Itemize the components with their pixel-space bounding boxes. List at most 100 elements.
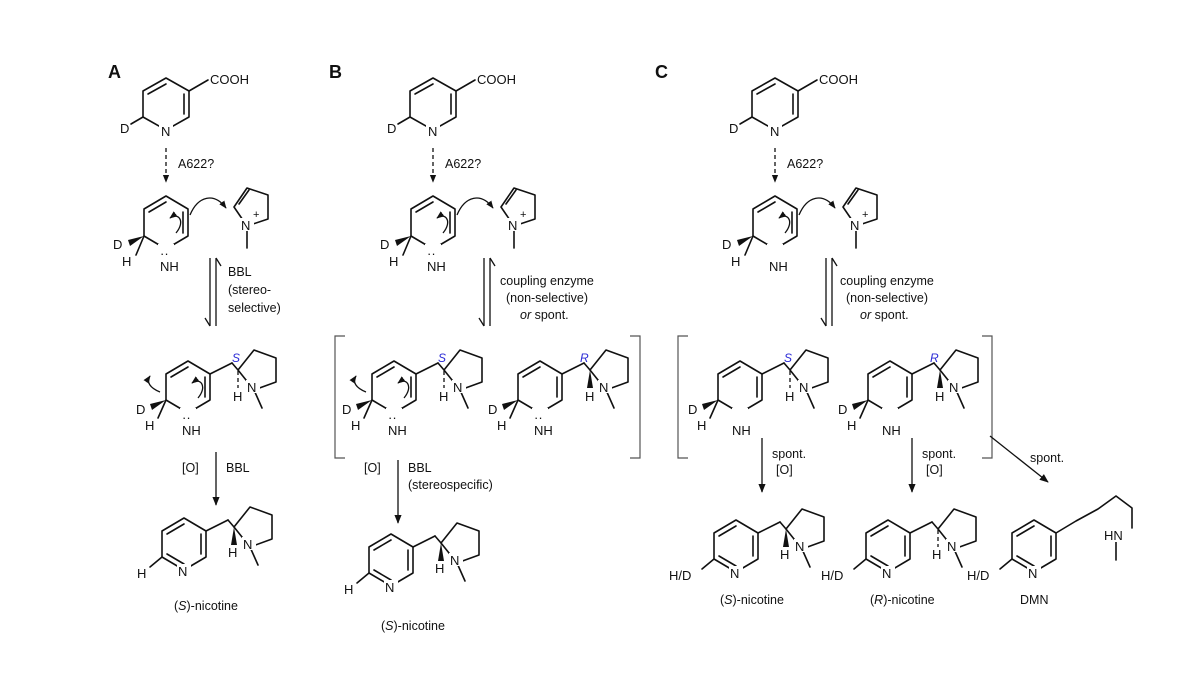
- cooh-label: COOH: [819, 72, 858, 87]
- stereo-s-label: S: [784, 351, 792, 365]
- h-label: H: [439, 389, 448, 404]
- h-label: H: [497, 418, 506, 433]
- h-label: H: [344, 582, 353, 597]
- equilibrium-c: [820, 257, 838, 327]
- hn-label: HN: [1104, 528, 1123, 543]
- dihydropyridine-b: D H ·· NH: [380, 195, 456, 274]
- r-intermediate-b: D H ·· NH H N R: [488, 349, 629, 438]
- panel-c-letter: C: [655, 62, 668, 82]
- n-label: N: [599, 380, 608, 395]
- step2-label-b-3: or spont.: [520, 308, 569, 322]
- step2-label-b-2: (non-selective): [506, 291, 588, 305]
- n-label: N: [178, 564, 187, 579]
- nicotinic-acid-c: COOH D N: [729, 72, 858, 139]
- cooh-label: COOH: [210, 72, 249, 87]
- h-label: H: [122, 254, 131, 269]
- dihydropyridine-a: D H ·· NH: [113, 195, 189, 274]
- n-label: N: [161, 124, 170, 139]
- d-label: D: [488, 402, 497, 417]
- h-label: H: [145, 418, 154, 433]
- panel-c: C COOH D N A622? D H NH: [655, 62, 1133, 607]
- n-label: N: [947, 539, 956, 554]
- step2-label-a-3: selective): [228, 301, 281, 315]
- step1-label-b: A622?: [445, 157, 481, 171]
- hd-label: H/D: [821, 568, 843, 583]
- s-intermediate-b: D H ·· NH H N S: [342, 349, 483, 438]
- step3b-label-1: spont.: [922, 447, 956, 461]
- step3-right-b-2: (stereospecific): [408, 478, 493, 492]
- equilibrium-b: [478, 257, 496, 327]
- h-label: H: [389, 254, 398, 269]
- nh-label: NH: [732, 423, 751, 438]
- bracket-c: [677, 335, 993, 459]
- iminium-c: N +: [798, 187, 878, 249]
- product-dmn-label-c: DMN: [1020, 593, 1048, 607]
- n-label: N: [385, 580, 394, 595]
- dmn-c: H/D N HN: [967, 495, 1133, 583]
- r-nicotine-c: H/D N H N: [821, 508, 977, 583]
- step2-label-c-2: (non-selective): [846, 291, 928, 305]
- step1-label-c: A622?: [787, 157, 823, 171]
- nh-label: NH: [534, 423, 553, 438]
- plus-label: +: [253, 209, 259, 221]
- bracket-b: [334, 335, 641, 459]
- iminium-b: N +: [456, 187, 536, 249]
- n-label: N: [795, 539, 804, 554]
- cooh-label: COOH: [477, 72, 516, 87]
- h-label: H: [932, 547, 941, 562]
- panel-a-letter: A: [108, 62, 121, 82]
- r-intermediate-c: D H NH H N R: [838, 349, 979, 438]
- nh-label: NH: [182, 423, 201, 438]
- step3c-label: spont.: [1030, 451, 1064, 465]
- step3a-label-2: [O]: [776, 463, 793, 477]
- h-label: H: [435, 561, 444, 576]
- step2-label-c-3: or spont.: [860, 308, 909, 322]
- h-label: H: [697, 418, 706, 433]
- lone-pair: ··: [160, 246, 169, 261]
- equilibrium-a: [204, 257, 222, 327]
- d-label: D: [387, 121, 396, 136]
- nplus-label: N: [850, 218, 859, 233]
- nh-label: NH: [160, 259, 179, 274]
- h-label: H: [137, 566, 146, 581]
- step3-left-b: [O]: [364, 461, 381, 475]
- lone-pair: ··: [534, 410, 543, 425]
- h-label: H: [731, 254, 740, 269]
- h-label: H: [351, 418, 360, 433]
- stereo-r-label: R: [930, 351, 939, 365]
- n-label: N: [1028, 566, 1037, 581]
- step2-label-b-1: coupling enzyme: [500, 274, 594, 288]
- nh-label: NH: [769, 259, 788, 274]
- stereo-s-label: S: [438, 351, 446, 365]
- n-label: N: [450, 553, 459, 568]
- d-label: D: [136, 402, 145, 417]
- s-nicotine-a: H N H N: [137, 506, 273, 581]
- h-label: H: [780, 547, 789, 562]
- n-label: N: [770, 124, 779, 139]
- n-label: N: [243, 537, 252, 552]
- stereo-s-label: S: [232, 351, 240, 365]
- d-label: D: [120, 121, 129, 136]
- nplus-label: N: [241, 218, 250, 233]
- product-label-b: (S)-nicotine: [381, 619, 445, 633]
- nplus-label: N: [508, 218, 517, 233]
- lone-pair: ··: [388, 410, 397, 425]
- d-label: D: [729, 121, 738, 136]
- d-label: D: [838, 402, 847, 417]
- product-s-label-c: (S)-nicotine: [720, 593, 784, 607]
- h-label: H: [228, 545, 237, 560]
- step3-right-b-1: BBL: [408, 461, 432, 475]
- step2-label-a-2: (stereo-: [228, 283, 271, 297]
- lone-pair: ··: [427, 246, 436, 261]
- n-label: N: [428, 124, 437, 139]
- n-label: N: [730, 566, 739, 581]
- nicotinic-acid-a: COOH D N: [120, 72, 249, 139]
- d-label: D: [113, 237, 122, 252]
- n-label: N: [882, 566, 891, 581]
- hd-label: H/D: [669, 568, 691, 583]
- h-label: H: [785, 389, 794, 404]
- s-intermediate-c: D H NH H N S: [688, 349, 829, 438]
- d-label: D: [380, 237, 389, 252]
